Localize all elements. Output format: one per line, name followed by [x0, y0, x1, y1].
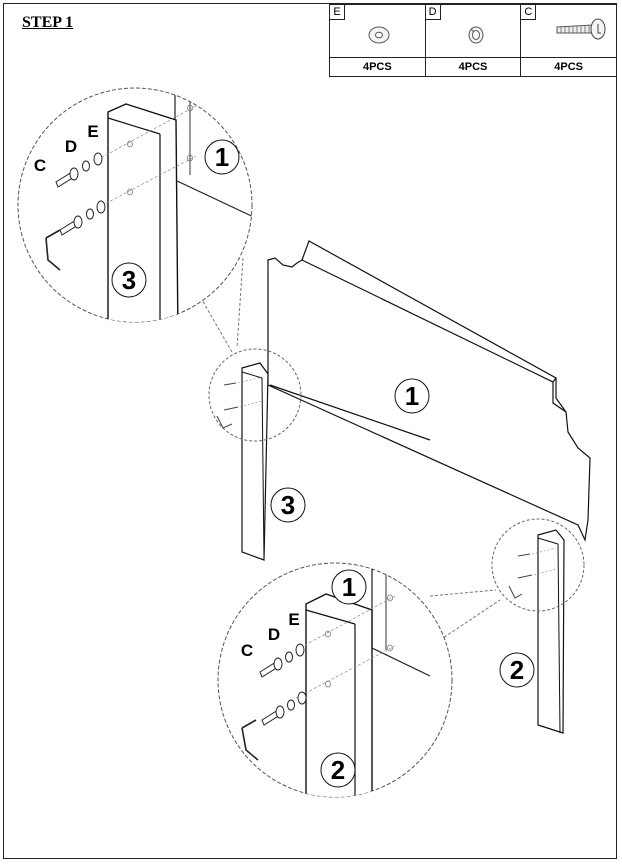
bolt-assembly-bottom-1 — [259, 643, 305, 678]
left-leg-number-circle — [270, 487, 306, 523]
right-leg — [537, 529, 565, 734]
lock-washer-icon — [468, 26, 484, 44]
bottom-detail-number-2: 2 — [331, 755, 345, 785]
left-leg-number: 3 — [281, 490, 295, 520]
label-d-bottom: D — [268, 625, 280, 644]
part-cell-d: D — [424, 4, 522, 58]
washer-icon — [368, 26, 390, 44]
label-e-bottom: E — [288, 610, 299, 629]
top-detail-number-1-circle — [204, 139, 240, 175]
magnified-detail-bottom: C D E 1 2 — [217, 562, 453, 798]
part-letter-d: D — [425, 5, 441, 20]
bolt-assembly-top-1 — [55, 152, 103, 188]
detail-circle-right — [491, 518, 585, 612]
bolt-icon — [556, 18, 606, 40]
headboard-number-circle — [394, 378, 430, 414]
part-qty-d: 4PCS — [424, 57, 522, 77]
magnified-detail-top: C D E 1 3 — [17, 87, 253, 323]
right-leg-number: 2 — [510, 655, 524, 685]
page-border — [3, 3, 617, 859]
top-detail-number-3: 3 — [122, 265, 136, 295]
top-detail-number-3-circle — [111, 262, 147, 298]
bottom-detail-number-2-circle — [320, 752, 356, 788]
part-letter-e: E — [330, 5, 345, 20]
part-cell-c: C — [520, 4, 617, 58]
left-leg — [241, 362, 269, 561]
bolt-assembly-top-2 — [45, 200, 106, 271]
right-leg-number-circle — [499, 652, 535, 688]
bottom-detail-number-1: 1 — [342, 572, 356, 602]
part-cell-e: E — [329, 4, 426, 58]
step-title: STEP 1 — [22, 14, 74, 31]
bottom-detail-number-1-circle — [331, 569, 367, 605]
label-c-top: C — [34, 156, 46, 175]
top-detail-number-1: 1 — [215, 142, 229, 172]
detail-circle-left — [208, 348, 302, 442]
part-letter-c: C — [521, 5, 537, 20]
headboard-number: 1 — [405, 381, 419, 411]
detail-connectors — [197, 257, 501, 641]
headboard-panel — [267, 240, 591, 543]
bolt-assembly-bottom-2 — [241, 691, 307, 761]
part-qty-c: 4PCS — [520, 57, 617, 77]
label-d-top: D — [65, 137, 77, 156]
label-c-bottom: C — [241, 641, 253, 660]
label-e-top: E — [87, 122, 98, 141]
part-qty-e: 4PCS — [329, 57, 426, 77]
parts-table: E D C — [329, 4, 617, 77]
